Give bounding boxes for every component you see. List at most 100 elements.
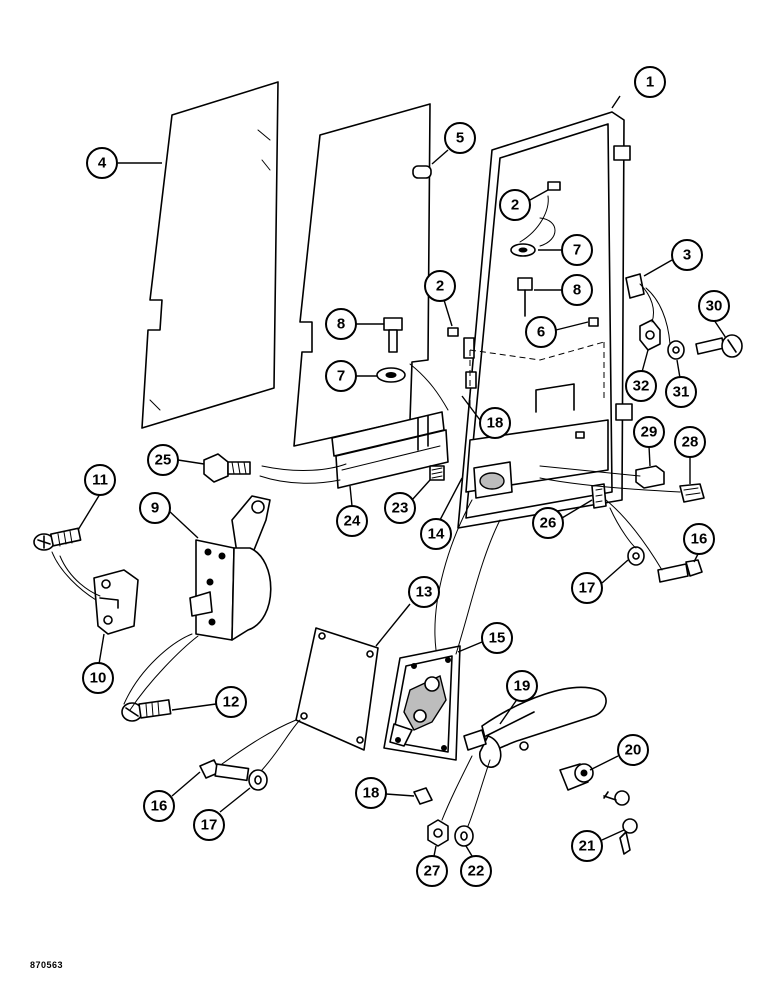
callout-32: 32 <box>625 349 657 402</box>
callout-5: 5 <box>431 122 476 165</box>
svg-text:10: 10 <box>90 670 107 687</box>
svg-text:32: 32 <box>633 378 650 395</box>
bracket-29 <box>635 465 665 489</box>
callout-7-upper: 7 <box>538 234 593 266</box>
clip-nut-lower <box>413 787 433 805</box>
callout-27: 27 <box>416 845 448 887</box>
svg-text:22: 22 <box>468 863 485 880</box>
set-screw <box>429 465 445 481</box>
callout-1: 1 <box>611 66 666 109</box>
nut-32 <box>639 319 661 351</box>
callout-3: 3 <box>643 239 703 277</box>
svg-text:24: 24 <box>344 513 361 530</box>
callout-8-upper: 8 <box>534 274 593 306</box>
callout-19: 19 <box>499 670 538 725</box>
svg-text:18: 18 <box>487 415 504 432</box>
svg-text:18: 18 <box>363 785 380 802</box>
hinge-bracket <box>189 495 272 641</box>
callout-9: 9 <box>139 492 199 539</box>
callout-31: 31 <box>665 359 697 408</box>
callout-4: 4 <box>86 147 162 179</box>
callout-13: 13 <box>375 576 440 647</box>
screw-30 <box>695 334 743 358</box>
drawing-code: 870563 <box>30 960 64 970</box>
svg-text:27: 27 <box>424 863 441 880</box>
svg-text:19: 19 <box>514 678 531 695</box>
callout-30: 30 <box>698 290 730 339</box>
callout-26: 26 <box>532 499 593 539</box>
washer-17-right <box>627 546 645 566</box>
callout-18-upper: 18 <box>461 395 511 439</box>
screw-11 <box>33 527 82 551</box>
lock-barrel <box>559 763 594 791</box>
svg-text:28: 28 <box>682 434 699 451</box>
callout-11: 11 <box>77 464 116 531</box>
bolt-washer-set <box>376 317 459 383</box>
svg-text:5: 5 <box>456 130 464 147</box>
hex-nut <box>427 819 449 847</box>
callouts: 1 4 5 2 7 3 8 <box>77 66 730 887</box>
assembly-lines <box>51 195 681 827</box>
svg-text:21: 21 <box>579 838 596 855</box>
gasket-plate <box>295 627 379 751</box>
glass-grommet <box>412 165 432 179</box>
hinge-clip <box>625 273 645 299</box>
svg-text:6: 6 <box>537 324 545 341</box>
washer-17-lower <box>248 769 268 791</box>
door-hardware <box>510 181 599 327</box>
svg-text:7: 7 <box>573 242 581 259</box>
svg-text:16: 16 <box>691 531 708 548</box>
callout-17-right: 17 <box>571 559 629 604</box>
callout-20: 20 <box>589 734 649 771</box>
svg-text:26: 26 <box>540 515 557 532</box>
clip-26 <box>591 483 607 509</box>
callout-16-right: 16 <box>683 523 715 563</box>
hex-bolt <box>203 453 251 483</box>
callout-21: 21 <box>571 829 625 862</box>
callout-23: 23 <box>384 479 431 524</box>
svg-text:17: 17 <box>201 817 218 834</box>
callout-16-lower: 16 <box>143 771 201 822</box>
striker-block <box>93 569 139 635</box>
callout-22: 22 <box>460 845 492 887</box>
svg-text:14: 14 <box>428 526 445 543</box>
svg-text:23: 23 <box>392 500 409 517</box>
callout-6: 6 <box>525 316 589 348</box>
svg-text:31: 31 <box>673 384 690 401</box>
svg-text:8: 8 <box>573 282 581 299</box>
svg-text:7: 7 <box>337 368 345 385</box>
door-handle <box>463 686 607 768</box>
svg-text:30: 30 <box>706 298 723 315</box>
svg-text:3: 3 <box>683 247 691 264</box>
callout-8-left: 8 <box>325 308 384 340</box>
svg-text:4: 4 <box>98 155 107 172</box>
lower-hinge <box>615 403 633 421</box>
svg-text:2: 2 <box>511 197 519 214</box>
callout-2-upper: 2 <box>499 189 549 221</box>
callout-2-lower: 2 <box>424 270 456 327</box>
lock-washer <box>454 825 474 847</box>
callout-10: 10 <box>82 633 114 694</box>
callout-14: 14 <box>420 477 463 550</box>
key-set <box>603 790 638 855</box>
callout-7-left: 7 <box>325 360 377 392</box>
svg-text:20: 20 <box>625 742 642 759</box>
label-plate-28 <box>679 483 705 503</box>
callout-18-lower: 18 <box>355 777 415 809</box>
upper-hinge <box>613 145 631 161</box>
svg-text:9: 9 <box>151 500 159 517</box>
svg-text:1: 1 <box>646 74 654 91</box>
svg-text:29: 29 <box>641 424 658 441</box>
svg-text:2: 2 <box>436 278 444 295</box>
seal-strips <box>331 411 449 489</box>
callout-28: 28 <box>674 426 706 484</box>
svg-text:17: 17 <box>579 580 596 597</box>
svg-text:11: 11 <box>92 472 108 489</box>
svg-text:25: 25 <box>155 452 172 469</box>
callout-24: 24 <box>336 485 368 537</box>
svg-text:16: 16 <box>151 798 168 815</box>
bolt-16-right <box>657 559 703 583</box>
svg-text:8: 8 <box>337 316 345 333</box>
svg-text:12: 12 <box>223 694 240 711</box>
